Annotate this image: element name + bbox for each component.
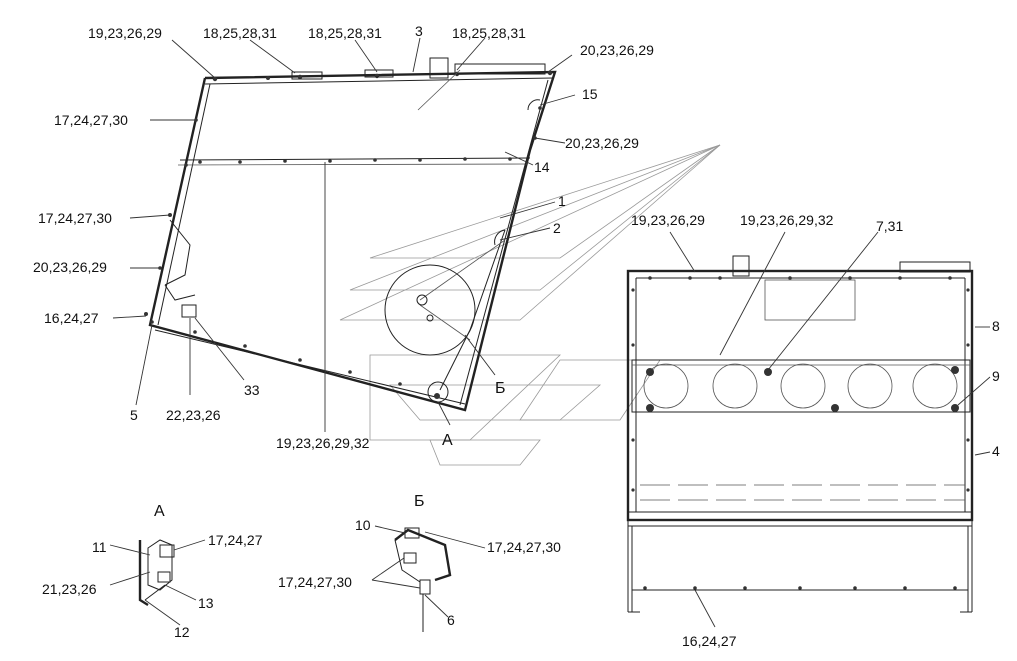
detail-b-10: 10 xyxy=(355,517,371,533)
callout-labels: 19,23,26,29 18,25,28,31 18,25,28,31 3 18… xyxy=(33,23,1000,649)
label-1: 1 xyxy=(558,193,566,209)
label-2: 2 xyxy=(553,220,561,236)
label-16-left: 16,24,27 xyxy=(44,310,99,326)
label-16-right: 16,24,27 xyxy=(682,633,737,649)
detail-a-title: А xyxy=(154,503,165,520)
label-8: 8 xyxy=(992,318,1000,334)
label-7-31: 7,31 xyxy=(876,218,903,234)
label-18-c: 18,25,28,31 xyxy=(452,25,526,41)
detail-a-12: 12 xyxy=(174,624,190,640)
label-20-mid: 20,23,26,29 xyxy=(565,135,639,151)
label-19-32-right: 19,23,26,29,32 xyxy=(740,212,834,228)
cover-panel-main xyxy=(144,57,557,412)
label-17-a: 17,24,27,30 xyxy=(54,112,128,128)
label-17-b: 17,24,27,30 xyxy=(38,210,112,226)
detail-b-title: Б xyxy=(414,493,425,510)
label-18-b: 18,25,28,31 xyxy=(308,25,382,41)
label-5: 5 xyxy=(130,407,138,423)
label-a-main: А xyxy=(442,432,453,449)
leader-lines xyxy=(109,37,991,628)
label-33: 33 xyxy=(244,382,260,398)
label-20-top: 20,23,26,29 xyxy=(580,42,654,58)
label-18-a: 18,25,28,31 xyxy=(203,25,277,41)
detail-a-21: 21,23,26 xyxy=(42,581,97,597)
detail-a-drawing xyxy=(138,539,175,607)
detail-b-17b: 17,24,27,30 xyxy=(278,574,352,590)
detail-b-drawing xyxy=(394,527,452,632)
label-22: 22,23,26 xyxy=(166,407,221,423)
label-19-bottom: 19,23,26,29,32 xyxy=(276,435,370,451)
detail-a-17: 17,24,27 xyxy=(208,532,263,548)
detail-a-11: 11 xyxy=(92,539,107,555)
label-b-main: Б xyxy=(495,380,506,397)
detail-b-6: 6 xyxy=(447,612,455,628)
label-20-left: 20,23,26,29 xyxy=(33,259,107,275)
detail-a-13: 13 xyxy=(198,595,214,611)
background-watermark xyxy=(339,144,721,466)
label-19-23-26-29-top: 19,23,26,29 xyxy=(88,25,162,41)
label-9: 9 xyxy=(992,368,1000,384)
detail-b-17a: 17,24,27,30 xyxy=(487,539,561,555)
label-19-right: 19,23,26,29 xyxy=(631,212,705,228)
label-15: 15 xyxy=(582,86,598,102)
label-4: 4 xyxy=(992,443,1000,459)
label-14: 14 xyxy=(534,159,550,175)
label-3: 3 xyxy=(415,23,423,39)
cover-panel-flat xyxy=(626,255,974,613)
vent-openings xyxy=(643,363,958,409)
